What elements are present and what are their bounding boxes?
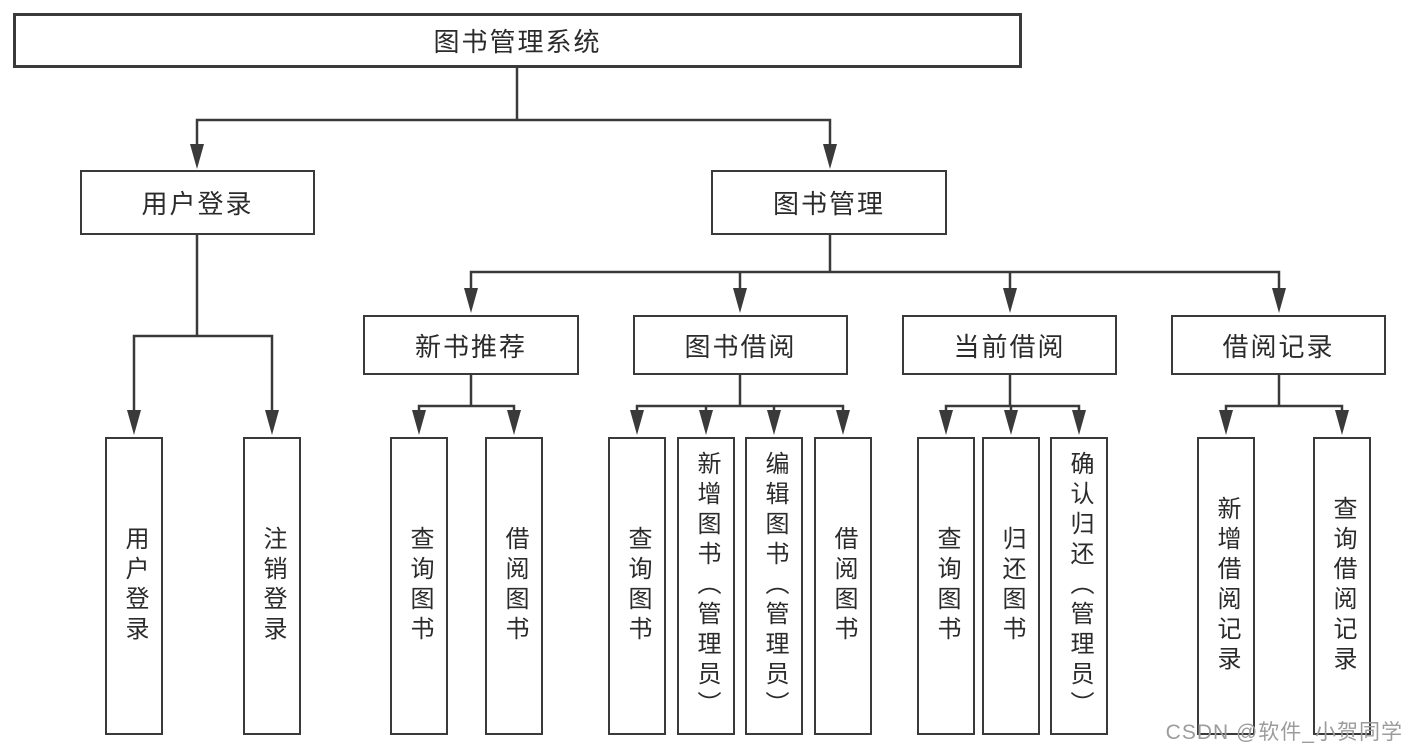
node-label: 查询图书 [624,526,651,646]
node-label: 图书借阅 [684,331,797,362]
node-label: 查询借阅记录 [1329,496,1356,676]
leaf-add-books-admin: 新增图书（管理员） [677,437,735,735]
node-label: 查询图书 [933,526,960,646]
leaf-query-books-borrowing: 查询图书 [608,437,666,735]
node-label: 当前借阅 [953,331,1066,362]
node-label: 新增借阅记录 [1213,496,1240,676]
node-label: 图书管理系统 [433,27,602,57]
leaf-logout: 注销登录 [243,437,301,735]
node-label: 查询图书 [406,526,433,646]
node-label: 借阅图书 [830,526,857,646]
node-label: 图书管理 [772,189,885,219]
node-label: 用户登录 [121,526,148,646]
node-label: 新书推荐 [414,331,527,362]
node-label: 确认归还（管理员） [1066,451,1093,721]
arrowheads [127,144,1349,435]
leaf-add-borrow-record: 新增借阅记录 [1197,437,1255,735]
leaf-return-books: 归还图书 [982,437,1040,735]
node-label: 注销登录 [259,526,286,646]
node-borrowing-records: 借阅记录 [1171,315,1386,375]
node-label: 新增图书（管理员） [693,451,720,721]
leaf-query-books-recommend: 查询图书 [390,437,448,735]
node-library-management-system: 图书管理系统 [13,13,1022,68]
node-label: 用户登录 [141,189,254,219]
node-current-borrowing: 当前借阅 [902,315,1117,375]
leaf-query-books-current: 查询图书 [917,437,975,735]
leaf-borrow-books-recommend: 借阅图书 [485,437,543,735]
node-user-login: 用户登录 [80,170,315,235]
leaf-query-borrow-record: 查询借阅记录 [1313,437,1371,735]
node-book-management: 图书管理 [711,170,947,235]
node-label: 借阅记录 [1222,331,1335,362]
node-label: 编辑图书（管理员） [761,451,788,721]
node-new-book-recommend: 新书推荐 [363,315,579,375]
node-book-borrowing: 图书借阅 [633,315,848,375]
csdn-watermark: CSDN @软件_小贺同学 [1165,721,1403,744]
leaf-user-login: 用户登录 [105,437,163,735]
leaf-borrow-books-borrowing: 借阅图书 [814,437,872,735]
node-label: 借阅图书 [501,526,528,646]
leaf-edit-books-admin: 编辑图书（管理员） [745,437,803,735]
leaf-confirm-return-admin: 确认归还（管理员） [1050,437,1108,735]
node-label: 归还图书 [998,526,1025,646]
